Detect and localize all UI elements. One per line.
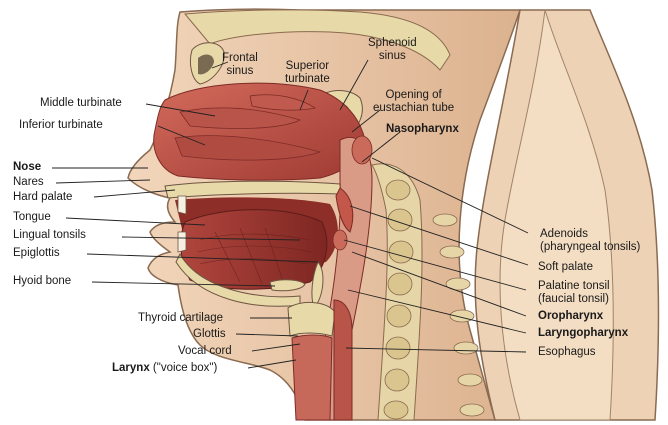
label-oropharynx: Oropharynx <box>538 310 603 323</box>
label-nose: Nose <box>13 161 41 174</box>
larynx-shape <box>288 302 335 336</box>
label-larynx: Larynx ("voice box") <box>112 362 217 375</box>
label-tongue: Tongue <box>13 211 51 224</box>
adenoid-shape <box>352 136 372 164</box>
label-hyoid-bone: Hyoid bone <box>13 275 71 288</box>
label-nares: Nares <box>13 176 44 189</box>
label-opening-eustachian-tube: Opening of eustachian tube <box>373 89 454 115</box>
label-palatine-tonsil: Palatine tonsil (faucial tonsil) <box>538 280 610 306</box>
label-lingual-tonsils: Lingual tonsils <box>13 229 86 242</box>
label-glottis: Glottis <box>193 328 226 341</box>
label-sphenoid-sinus: Sphenoid sinus <box>368 37 417 63</box>
label-middle-turbinate: Middle turbinate <box>40 97 122 110</box>
label-thyroid-cartilage: Thyroid cartilage <box>138 312 223 325</box>
upper-teeth <box>178 196 186 214</box>
label-soft-palate: Soft palate <box>538 261 593 274</box>
esophagus-shape <box>334 300 352 420</box>
larynx-term: Larynx <box>112 362 150 374</box>
label-epiglottis: Epiglottis <box>13 247 60 260</box>
label-laryngopharynx: Laryngopharynx <box>538 327 628 340</box>
label-superior-turbinate: Superior turbinate <box>285 60 330 86</box>
label-nasopharynx: Nasopharynx <box>386 123 459 136</box>
lower-teeth <box>178 232 186 252</box>
label-esophagus: Esophagus <box>538 346 596 359</box>
larynx-suffix: ("voice box") <box>150 362 218 374</box>
label-hard-palate: Hard palate <box>13 191 72 204</box>
label-inferior-turbinate: Inferior turbinate <box>19 119 103 132</box>
label-frontal-sinus: Frontal sinus <box>222 52 258 78</box>
trachea-shape <box>292 335 332 420</box>
label-adenoids: Adenoids (pharyngeal tonsils) <box>540 228 640 254</box>
label-vocal-cord: Vocal cord <box>178 345 232 358</box>
